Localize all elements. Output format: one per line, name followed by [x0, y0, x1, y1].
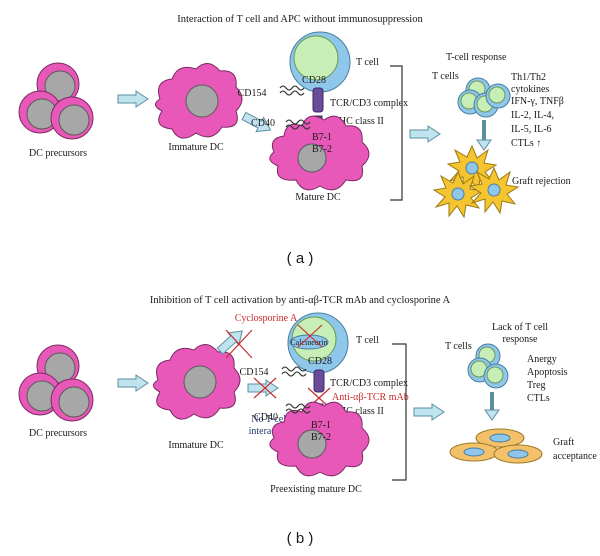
effector-stars-a — [433, 145, 519, 218]
dc-precursors-label: DC precursors — [29, 148, 87, 159]
cd154-label-b: CD154 — [240, 367, 269, 378]
cd28-label-b: CD28 — [308, 356, 332, 367]
cytokine-line: Th1/Th2 — [511, 72, 546, 83]
tcr-complex-b — [313, 369, 325, 393]
cd28-label-a: CD28 — [302, 75, 326, 86]
arrow-to-response-b — [413, 403, 445, 421]
outcome-list-b: Anergy Apoptosis Treg CTLs — [527, 354, 568, 404]
calcineurin-red-x — [297, 324, 323, 348]
blocked-arrow-red-x — [253, 377, 277, 399]
graft-rejection-label: Graft rejection — [512, 176, 571, 187]
arrow-precursor-to-immature — [117, 90, 149, 108]
immature-dc-label-b: Immature DC — [168, 440, 224, 451]
cyclosporine-red-x — [225, 329, 253, 359]
t-cells-label-a: T cells — [432, 71, 459, 82]
tcr-label-a: TCR/CD3 complex — [330, 98, 408, 109]
panel-b-title: Inhibition of T cell activation by anti-… — [150, 295, 451, 306]
outcome-line: Anergy — [527, 354, 557, 365]
graft-acceptance-line: acceptance — [553, 451, 597, 462]
outcome-line: Treg — [527, 380, 546, 391]
bracket-a — [390, 65, 403, 201]
arrow-precursor-to-immature-b — [117, 374, 149, 392]
cytokine-line: cytokines — [511, 84, 549, 95]
t-cell-label-a: T cell — [356, 57, 379, 68]
outcome-line: Apoptosis — [527, 367, 568, 378]
cytokine-line: IFN-γ, TNFβ — [511, 96, 564, 107]
t-cell-cluster-b — [467, 343, 509, 389]
cd40-label-b: CD40 — [254, 412, 278, 423]
immature-dc-label: Immature DC — [168, 142, 224, 153]
t-cell-label-b: T cell — [356, 335, 379, 346]
anti-tcr-label: Anti-αβ-TCR mAb — [332, 392, 409, 403]
b71-label-a: B7-1 — [312, 132, 332, 143]
arrow-down-head-b — [484, 409, 500, 421]
response-title-line: Lack of T cell — [492, 322, 548, 333]
arrow-to-response-a — [409, 125, 441, 143]
mhc-label-a: MHC class II — [330, 116, 384, 127]
bracket-b — [392, 343, 407, 481]
cd154-coil-a — [279, 85, 305, 96]
cd154-label-a: CD154 — [238, 88, 267, 99]
t-cells-label-b: T cells — [445, 341, 472, 352]
b71-label-b: B7-1 — [311, 420, 331, 431]
no-interaction-line: No T-cell — [251, 414, 289, 425]
tcr-complex-a — [312, 87, 324, 113]
t-cell-cluster-a — [457, 77, 511, 118]
cyclosporine-label: Cyclosporine A — [235, 313, 298, 324]
graft-acceptance-line: Graft — [553, 437, 574, 448]
cytokine-line: IL-5, IL-6 — [511, 124, 552, 135]
cytokine-list-a: Th1/Th2 cytokines IFN-γ, TNFβ IL-2, IL-4… — [511, 72, 564, 149]
mhc-label-b: MHC class II — [330, 406, 384, 417]
immature-dc-cell — [154, 62, 243, 139]
dc-precursors-label-b: DC precursors — [29, 428, 87, 439]
graft-cells-b — [449, 428, 543, 464]
response-title-line: response — [503, 334, 539, 345]
calcineurin-label: Calcineurin — [290, 338, 327, 347]
mature-dc-label-b: Preexisting mature DC — [270, 484, 362, 495]
dc-precursors-cluster-b — [18, 344, 94, 422]
panel-b-label: ( b ) — [287, 530, 314, 547]
arrow-down-head-a — [476, 139, 492, 151]
b72-label-b: B7-2 — [311, 432, 331, 443]
cytokine-line: CTLs ↑ — [511, 138, 541, 149]
immature-dc-cell-b — [152, 343, 241, 420]
b72-label-a: B7-2 — [312, 144, 332, 155]
arrow-immature-to-mature-b — [247, 379, 279, 397]
cd40-label-a: CD40 — [251, 118, 275, 129]
no-interaction-line: interaction — [249, 426, 292, 437]
panel-b: Inhibition of T cell activation by anti-… — [18, 295, 597, 547]
response-title-a: T-cell response — [446, 52, 507, 63]
panel-a: Interaction of T cell and APC without im… — [18, 14, 571, 267]
panel-a-title: Interaction of T cell and APC without im… — [177, 14, 423, 25]
cytokine-line: IL-2, IL-4, — [511, 110, 554, 121]
outcome-line: CTLs — [527, 393, 550, 404]
tcr-label-b: TCR/CD3 complex — [330, 378, 408, 389]
mature-dc-label-a: Mature DC — [295, 192, 341, 203]
dc-precursors-cluster — [18, 62, 94, 140]
panel-a-label: ( a ) — [287, 250, 314, 267]
